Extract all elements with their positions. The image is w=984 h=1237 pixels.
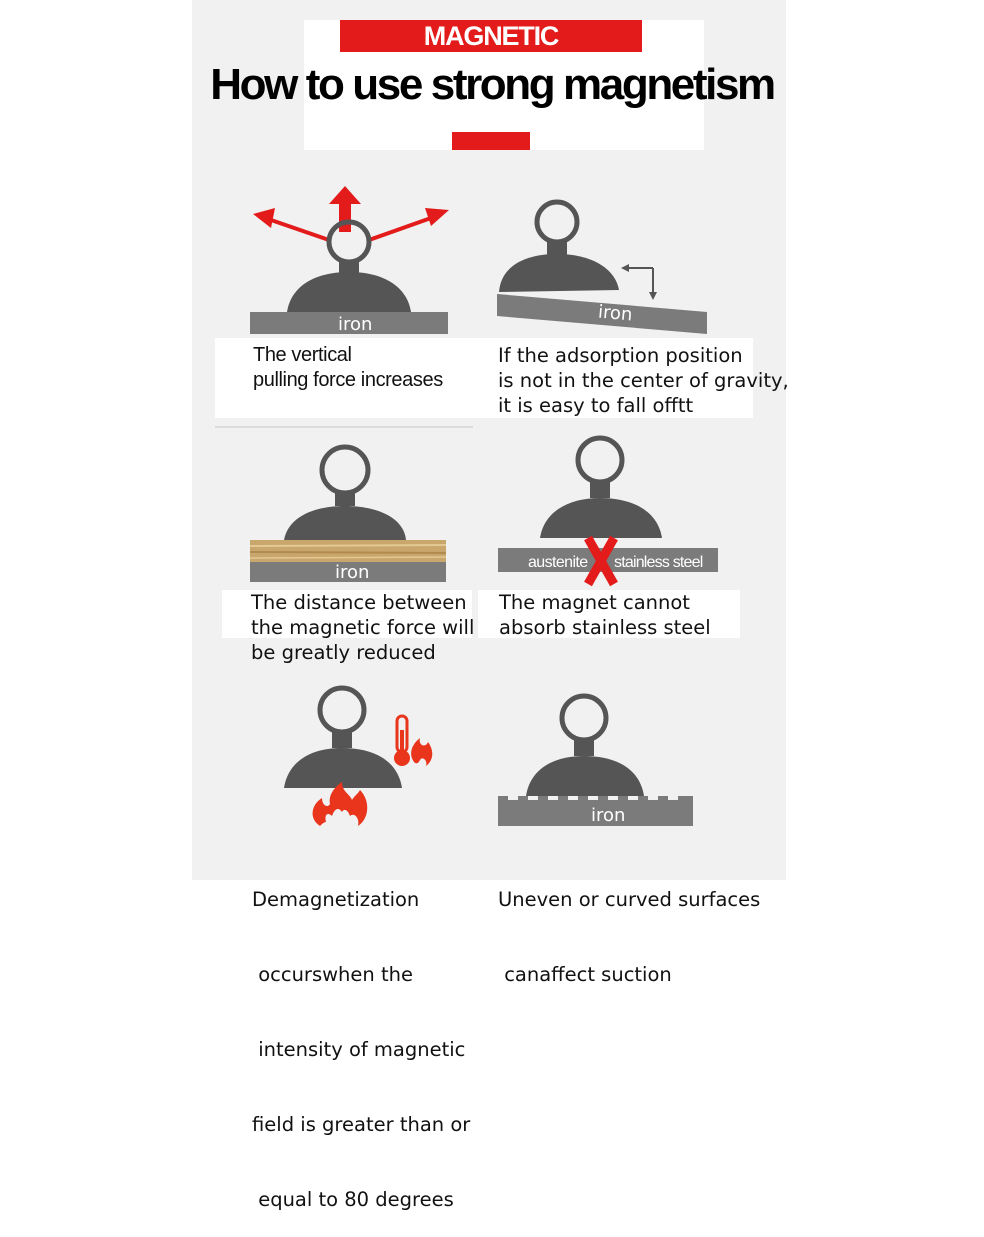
uneven-illustration [498,693,693,826]
wood-layer [249,540,447,562]
caption-bg-4 [478,590,740,638]
plate-label-2: iron [597,301,634,326]
flame-icon [312,782,368,826]
magnet-body [526,756,644,796]
caption-stainless: The magnet cannot absorb stainless steel [499,591,711,639]
distance-illustration [249,444,447,582]
magnet-ring [575,435,625,485]
caption-vertical-pull: The vertical pulling force increases [253,344,443,391]
heat-illustration [284,685,433,826]
iron-plate [497,294,707,334]
caption-bg-1 [215,338,475,418]
magnet-body [287,272,411,312]
iron-plate [250,562,446,582]
caption-uneven: Uneven or curved surfaces canaffect suct… [498,888,761,986]
caption-bg-3 [222,590,472,638]
force-arrows [253,186,449,242]
off-center-illustration [497,199,707,334]
magnet-body [499,254,619,292]
row-divider [215,426,473,428]
caption-distance: The distance between the magnetic force … [251,591,475,664]
caption-off-center: If the adsorption position is not in the… [498,344,789,417]
caption-heat: Demagnetization occurswhen the intensity… [252,888,471,1211]
thermometer-icon [394,714,410,766]
magnet-body [540,498,662,538]
stainless-illustration [498,435,718,587]
tilt-arrow [621,264,657,300]
cross-mark-icon [584,535,618,587]
magnet-ring [319,444,371,496]
magnet-ring [559,693,609,743]
magnet-body [284,748,402,788]
magnet-ring [317,685,367,735]
plate-label-stainless: stainless steel [614,554,703,571]
plate-label-3: iron [335,562,370,583]
title-underline [452,132,530,150]
magnet-ring [534,199,580,245]
plate-label-6: iron [591,805,626,826]
plate-label-1: iron [338,314,373,335]
page-title: How to use strong magnetism [210,60,776,109]
caption-bg-2 [475,338,753,418]
plate-label-austenite: austenite [528,554,588,571]
iron-plate [250,312,448,334]
flame-icon-small [411,738,433,766]
uneven-iron-plate [498,796,693,826]
section-badge: MAGNETIC DESCRIPTION [340,20,642,83]
vertical-pull-illustration [250,186,449,334]
magnet-body [284,506,406,540]
